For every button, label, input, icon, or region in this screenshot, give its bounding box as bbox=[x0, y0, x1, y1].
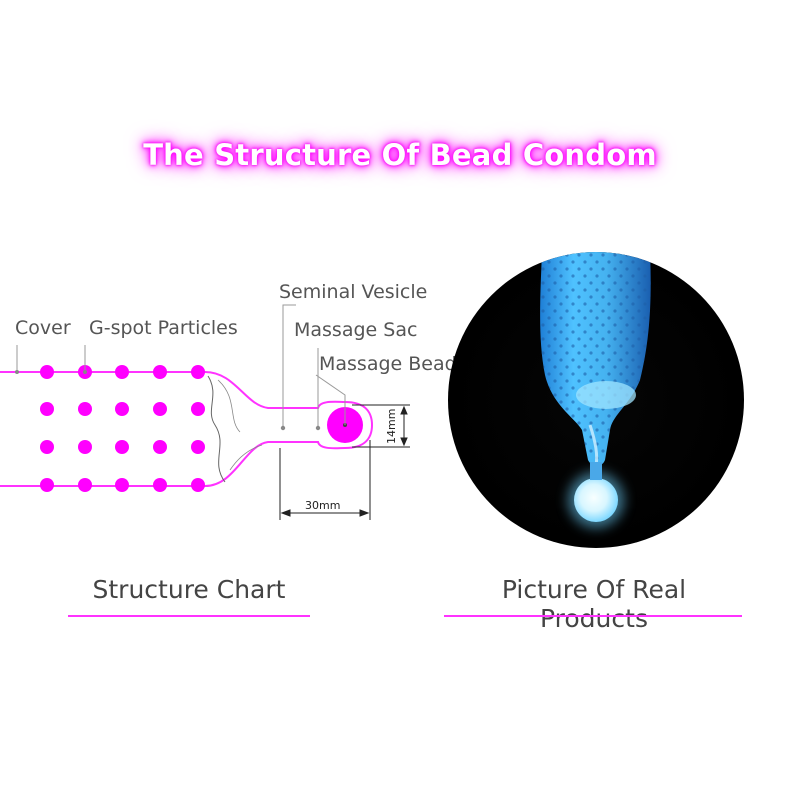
condom-outline bbox=[0, 371, 374, 487]
gspot-particles-label: G-spot Particles bbox=[89, 317, 238, 339]
real-products-caption: Picture Of Real Products bbox=[501, 575, 687, 633]
leader-lines bbox=[16, 304, 346, 428]
real-products-underline bbox=[444, 615, 742, 617]
leader-dots bbox=[15, 370, 321, 431]
page-title: The Structure Of Bead Condom bbox=[143, 138, 657, 172]
height-dimension bbox=[352, 404, 410, 448]
width-dimension bbox=[279, 440, 371, 520]
massage-bead-label: Massage Bead bbox=[319, 353, 457, 375]
seminal-vesicle-label: Seminal Vesicle bbox=[279, 281, 427, 303]
massage-sac-label: Massage Sac bbox=[294, 319, 417, 341]
gspot-particles bbox=[40, 365, 205, 492]
height-dimension-label: 14mm bbox=[385, 409, 398, 444]
cover-label: Cover bbox=[15, 317, 71, 339]
product-photo bbox=[448, 252, 744, 548]
structure-chart-underline bbox=[68, 615, 310, 617]
structure-chart-caption: Structure Chart bbox=[92, 575, 286, 604]
width-dimension-label: 30mm bbox=[305, 499, 340, 512]
